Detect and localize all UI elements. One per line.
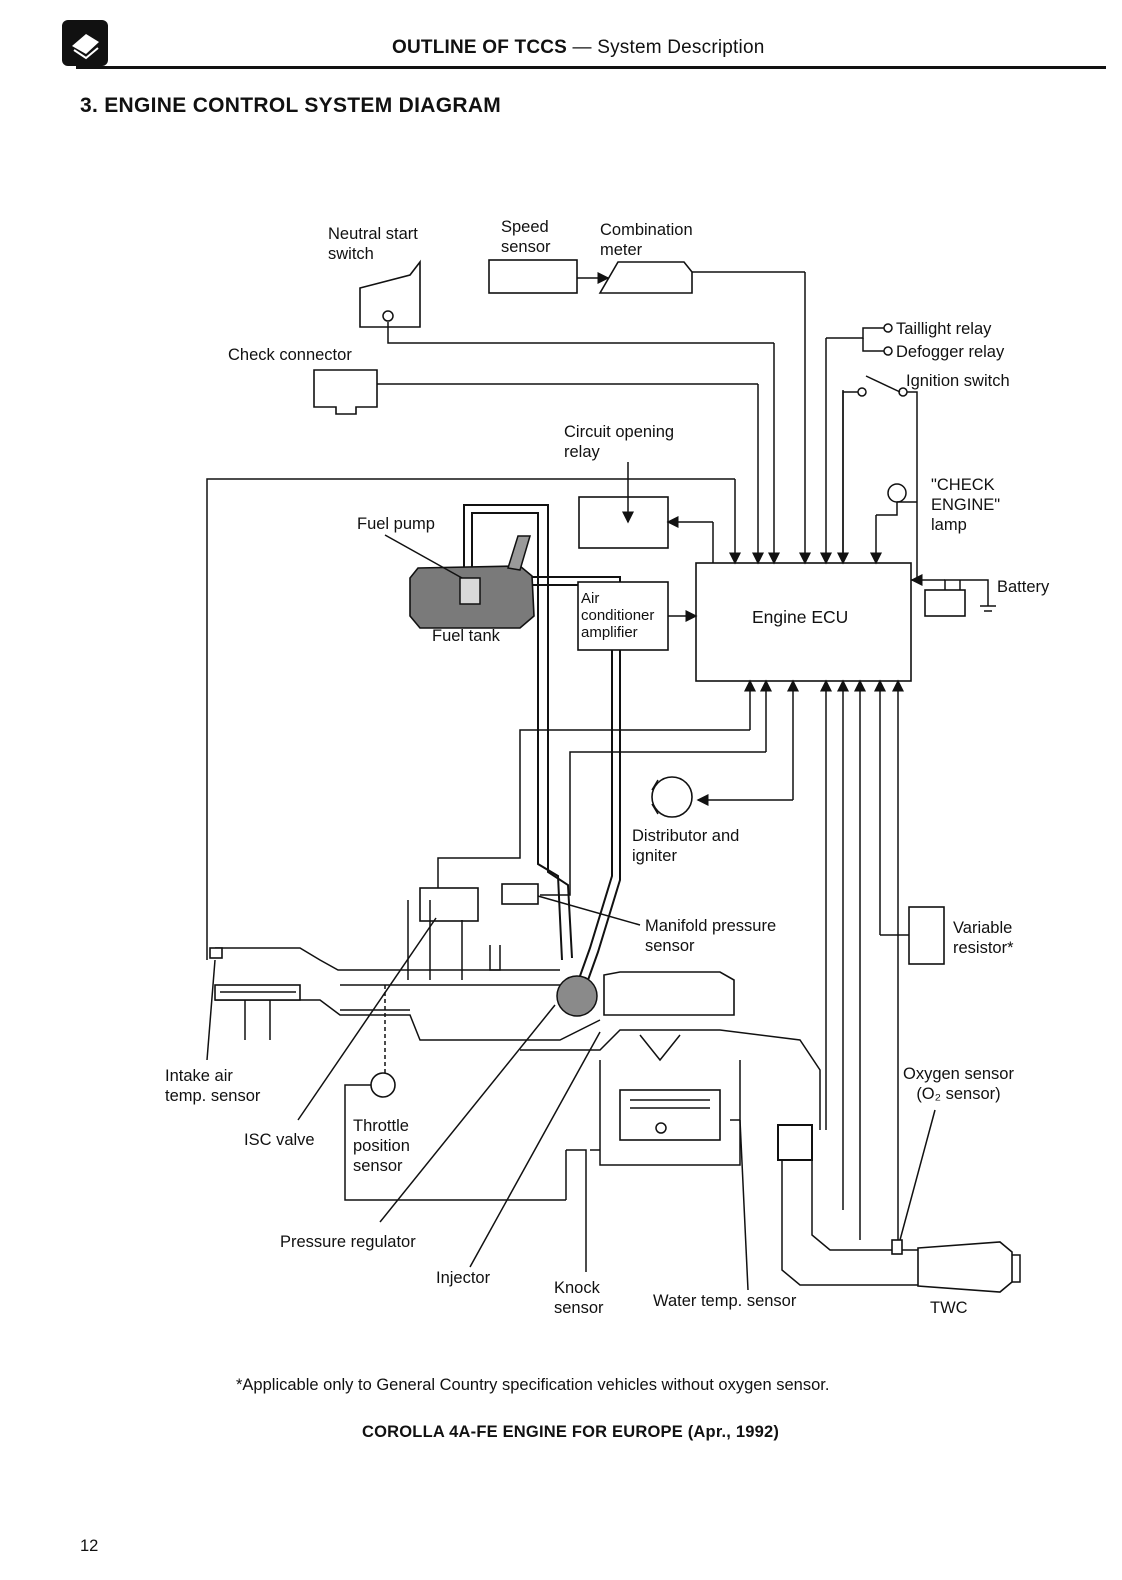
label-check-engine-lamp-line2: ENGINE" bbox=[931, 496, 1001, 514]
label-fuel-tank: Fuel tank bbox=[432, 627, 500, 645]
label-speed-sensor: Speed sensor bbox=[501, 217, 551, 257]
label-speed-sensor-line2: sensor bbox=[501, 238, 551, 256]
footnote: *Applicable only to General Country spec… bbox=[236, 1376, 830, 1394]
label-throttle-position-sensor-line1: Throttle bbox=[353, 1117, 409, 1135]
label-throttle-position-sensor: Throttle position sensor bbox=[353, 1116, 410, 1176]
throttle-position-sensor-shape bbox=[370, 1072, 396, 1098]
label-neutral-start-switch-line1: Neutral start bbox=[328, 225, 418, 243]
intake-air-temp-sensor-shape bbox=[209, 947, 223, 959]
label-engine-ecu: Engine ECU bbox=[752, 607, 849, 627]
label-air-conditioner-amplifier-line2: conditioner bbox=[581, 607, 655, 624]
label-speed-sensor-line1: Speed bbox=[501, 218, 549, 236]
label-manifold-pressure-sensor-line1: Manifold pressure bbox=[645, 917, 777, 935]
label-combination-meter-line1: Combination bbox=[600, 221, 693, 239]
label-manifold-pressure-sensor-line2: sensor bbox=[645, 937, 695, 955]
section-title: 3. ENGINE CONTROL SYSTEM DIAGRAM bbox=[80, 94, 502, 117]
label-manifold-pressure-sensor: Manifold pressure sensor bbox=[645, 916, 776, 956]
label-variable-resistor-line1: Variable bbox=[953, 919, 1013, 937]
page-number: 12 bbox=[80, 1537, 99, 1555]
label-defogger-relay: Defogger relay bbox=[896, 343, 1005, 361]
label-variable-resistor: Variable resistor* bbox=[953, 918, 1014, 958]
battery-box bbox=[924, 589, 966, 617]
label-air-conditioner-amplifier: Air conditioner amplifier bbox=[581, 590, 654, 641]
manifold-pressure-sensor-box bbox=[501, 883, 539, 905]
label-air-conditioner-amplifier-line1: Air bbox=[581, 590, 600, 607]
oxygen-sensor-shape bbox=[891, 1239, 903, 1255]
label-knock-sensor-line2: sensor bbox=[554, 1299, 604, 1317]
label-circuit-opening-relay-line2: relay bbox=[564, 443, 600, 461]
label-battery: Battery bbox=[997, 578, 1050, 596]
variable-resistor-box bbox=[908, 906, 945, 965]
pressure-regulator-shape bbox=[556, 975, 598, 1017]
label-distributor-and-igniter-line2: igniter bbox=[632, 847, 677, 865]
piston-shape bbox=[619, 1089, 721, 1141]
label-variable-resistor-line2: resistor* bbox=[953, 939, 1014, 957]
label-injector: Injector bbox=[436, 1269, 491, 1287]
circuit-opening-relay-box bbox=[578, 496, 669, 549]
page-header-title: OUTLINE OF TCCS — System Description bbox=[392, 37, 764, 59]
label-knock-sensor: Knock sensor bbox=[554, 1278, 604, 1318]
label-intake-air-temp-sensor: Intake air temp. sensor bbox=[165, 1066, 260, 1106]
label-throttle-position-sensor-line3: sensor bbox=[353, 1157, 403, 1175]
air-conditioner-amplifier-box bbox=[577, 581, 669, 651]
label-fuel-pump: Fuel pump bbox=[357, 515, 435, 533]
label-isc-valve: ISC valve bbox=[244, 1131, 315, 1149]
label-check-engine-lamp: "CHECK ENGINE" lamp bbox=[931, 475, 1000, 535]
label-intake-air-temp-sensor-line2: temp. sensor bbox=[165, 1087, 261, 1105]
combination-meter-shape bbox=[598, 261, 693, 294]
header-title-bold: OUTLINE OF TCCS bbox=[392, 37, 568, 58]
header-rule bbox=[76, 66, 1106, 69]
label-air-conditioner-amplifier-line3: amplifier bbox=[581, 624, 638, 641]
manual-logo-icon bbox=[62, 20, 108, 66]
cylinder-head-cover bbox=[603, 971, 735, 1016]
twc-shape bbox=[917, 1241, 1013, 1293]
distributor-shape bbox=[651, 776, 693, 818]
label-intake-air-temp-sensor-line1: Intake air bbox=[165, 1067, 233, 1085]
neutral-start-switch-shape bbox=[359, 259, 421, 328]
label-pressure-regulator: Pressure regulator bbox=[280, 1233, 416, 1251]
label-oxygen-sensor-line2: (O₂ sensor) bbox=[916, 1085, 1001, 1103]
label-oxygen-sensor: Oxygen sensor (O₂ sensor) bbox=[903, 1064, 1014, 1104]
speed-sensor-box bbox=[488, 259, 578, 294]
label-oxygen-sensor-line1: Oxygen sensor bbox=[903, 1065, 1014, 1083]
vsv-box bbox=[419, 887, 479, 922]
label-taillight-relay: Taillight relay bbox=[896, 320, 992, 338]
label-distributor-and-igniter-line1: Distributor and bbox=[632, 827, 740, 845]
header-title-rest: — System Description bbox=[567, 37, 765, 58]
label-throttle-position-sensor-line2: position bbox=[353, 1137, 410, 1155]
engine-ecu-box bbox=[695, 562, 912, 682]
label-circuit-opening-relay: Circuit opening relay bbox=[564, 422, 674, 462]
label-circuit-opening-relay-line1: Circuit opening bbox=[564, 423, 675, 441]
label-twc: TWC bbox=[930, 1299, 968, 1317]
label-ignition-switch: Ignition switch bbox=[906, 372, 1010, 390]
label-combination-meter: Combination meter bbox=[600, 220, 693, 260]
label-water-temp-sensor: Water temp. sensor bbox=[653, 1292, 797, 1310]
label-distributor-and-igniter: Distributor and igniter bbox=[632, 826, 739, 866]
check-connector-shape bbox=[313, 369, 378, 415]
label-neutral-start-switch-line2: switch bbox=[328, 245, 374, 263]
diagram-caption: COROLLA 4A-FE ENGINE FOR EUROPE (Apr., 1… bbox=[362, 1423, 780, 1441]
label-knock-sensor-line1: Knock bbox=[554, 1279, 600, 1297]
label-neutral-start-switch: Neutral start switch bbox=[328, 224, 418, 264]
label-combination-meter-line2: meter bbox=[600, 241, 643, 259]
label-check-connector: Check connector bbox=[228, 346, 352, 364]
label-check-engine-lamp-line3: lamp bbox=[931, 516, 967, 534]
label-check-engine-lamp-line1: "CHECK bbox=[931, 476, 995, 494]
